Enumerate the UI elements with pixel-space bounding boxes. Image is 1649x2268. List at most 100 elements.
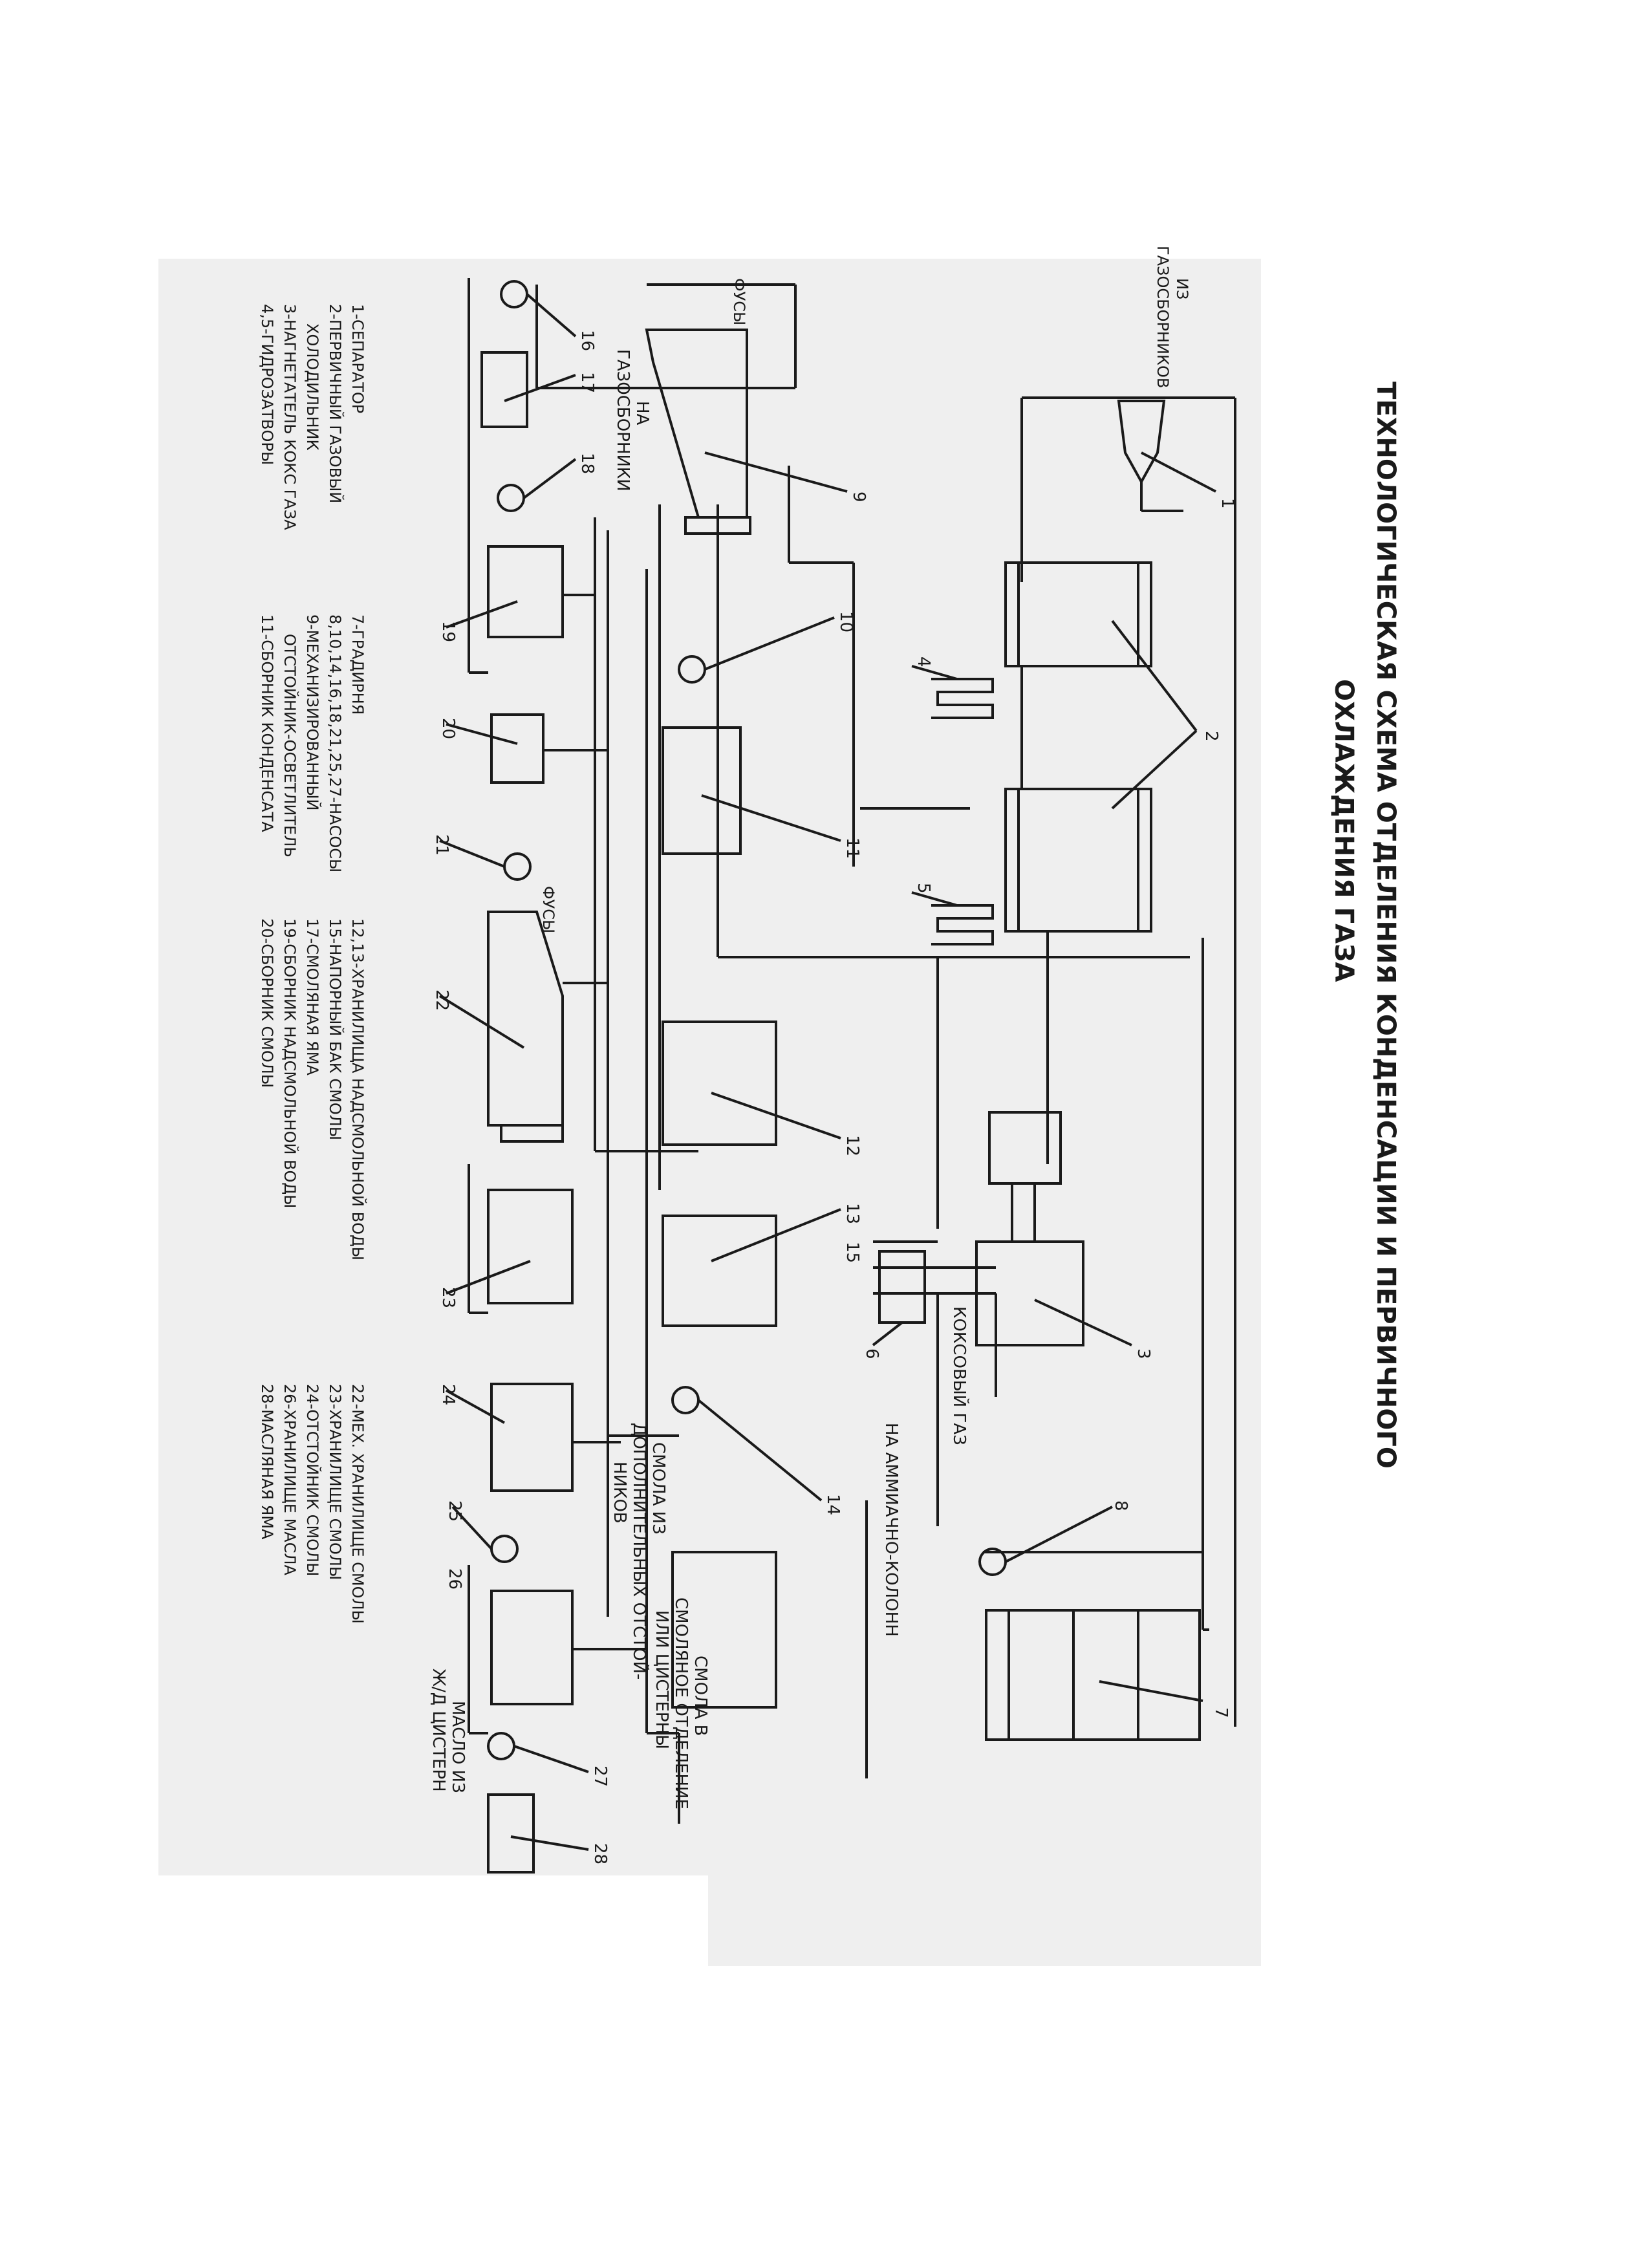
pump-10 xyxy=(678,616,835,684)
diagram-title: ТЕХНОЛОГИЧЕСКАЯ СХЕМА ОТДЕЛЕНИЯ КОНДЕНСА… xyxy=(1329,382,1401,1469)
num-6: 6 xyxy=(862,1348,881,1359)
lower-piping xyxy=(468,278,680,1824)
hydro-seal-4 xyxy=(911,665,994,719)
collector-11 xyxy=(662,726,841,855)
legend-item: 8,10,14,16,18,21,25,27-НАСОСЫ xyxy=(326,614,344,872)
pump-25 xyxy=(451,1506,519,1563)
storage-12 xyxy=(662,1021,841,1146)
num-21: 21 xyxy=(432,834,451,856)
pump-16 xyxy=(500,280,577,338)
num-28: 28 xyxy=(590,1843,610,1864)
legend-item: 19-СБОРНИК НАДСМОЛЬНОЙ ВОДЫ xyxy=(281,918,299,1208)
legend-item: 2-ПЕРВИЧНЫЙ ГАЗОВЫЙ xyxy=(326,304,345,503)
primary-cooler-2b xyxy=(1004,729,1198,933)
unit-6 xyxy=(872,1250,926,1346)
legend-item: 24-ОТСТОЙНИК СМОЛЫ xyxy=(303,1384,322,1576)
legend-item: 4,5-ГИДРОЗАТВОРЫ xyxy=(258,304,276,465)
settler-9 xyxy=(645,329,848,535)
to-ammonia-label: НА АММИАЧНО-КОЛОНН xyxy=(881,1423,901,1637)
hydro-seal-5 xyxy=(911,891,994,945)
pump-14 xyxy=(671,1386,823,1502)
resin-out-label-2: СМОЛЯНОЕ ОТДЕЛЕНИЕ xyxy=(671,1597,691,1809)
legend-item: 20-СБОРНИК СМОЛЫ xyxy=(258,918,276,1088)
num-27: 27 xyxy=(590,1766,610,1787)
legend-item: 12,13-ХРАНИЛИЩА НАДСМОЛЬНОЙ ВОДЫ xyxy=(349,918,367,1260)
legend-item: 3-НАГНЕТАТЕЛЬ КОКС ГАЗА xyxy=(281,304,299,530)
collector-19 xyxy=(446,545,564,638)
oil-storage-26 xyxy=(490,1590,574,1705)
num-5: 5 xyxy=(914,883,933,894)
num-3: 3 xyxy=(1134,1348,1153,1359)
storage-13 xyxy=(662,1208,841,1327)
tar-from-settlers-label-2: ДОПОЛНИТЕЛЬНЫХ ОТСТОЙ- xyxy=(629,1423,650,1679)
num-14: 14 xyxy=(823,1494,843,1515)
oil-from-label-2: Ж/Д ЦИСТЕРН xyxy=(429,1669,448,1792)
pump-21 xyxy=(439,839,532,881)
to-gas-collector-label-2: ГАЗОСБОРНИКИ xyxy=(613,349,632,491)
oil-pit-28 xyxy=(487,1793,589,1874)
primary-cooler-2a xyxy=(1004,561,1198,732)
legend: 1-СЕПАРАТОР 2-ПЕРВИЧНЫЙ ГАЗОВЫЙ ХОЛОДИЛЬ… xyxy=(258,304,367,1624)
cooling-tower-7 xyxy=(985,1609,1203,1741)
from-gas-collector-label-2: ГАЗОСБОРНИКОВ xyxy=(1154,246,1172,388)
to-gas-collector-label-1: НА xyxy=(632,401,652,426)
num-13: 13 xyxy=(843,1203,862,1224)
num-7: 7 xyxy=(1211,1707,1231,1718)
legend-item: 1-СЕПАРАТОР xyxy=(349,304,367,413)
num-26: 26 xyxy=(445,1568,464,1590)
pump-18 xyxy=(497,458,577,512)
num-16: 16 xyxy=(577,330,597,351)
num-9: 9 xyxy=(849,491,868,502)
pump-8 xyxy=(978,1506,1113,1576)
num-24: 24 xyxy=(438,1384,458,1405)
num-4: 4 xyxy=(914,656,933,667)
num-25: 25 xyxy=(445,1500,464,1522)
oil-from-label-1: МАСЛО ИЗ xyxy=(448,1701,468,1793)
collector-20 xyxy=(446,713,544,784)
pump-27 xyxy=(487,1732,589,1773)
legend-item: 15-НАПОРНЫЙ БАК СМОЛЫ xyxy=(326,918,345,1140)
num-19: 19 xyxy=(438,621,458,642)
tar-settler-24 xyxy=(446,1383,574,1492)
num-23: 23 xyxy=(438,1287,458,1308)
legend-item: 11-СБОРНИК КОНДЕНСАТА xyxy=(258,614,276,832)
legend-item: 23-ХРАНИЛИЩЕ СМОЛЫ xyxy=(326,1384,344,1580)
num-20: 20 xyxy=(438,718,458,739)
legend-item: ХОЛОДИЛЬНИК xyxy=(303,323,321,451)
coke-gas-label: КОКСОВЫЙ ГАЗ xyxy=(949,1306,970,1445)
resin-out-label-1: СМОЛА В xyxy=(691,1656,710,1736)
resin-out-label-3: ИЛИ ЦИСТЕРНЫ xyxy=(652,1610,671,1749)
title-line-2: ОХЛАЖДЕНИЯ ГАЗА xyxy=(1329,679,1359,982)
fuses-label-a: ФУСЫ xyxy=(730,278,748,325)
tar-storage-23 xyxy=(446,1189,574,1304)
exhauster-3 xyxy=(975,1111,1132,1346)
num-12: 12 xyxy=(843,1135,862,1156)
from-gas-collector-label-1: ИЗ xyxy=(1173,278,1191,299)
fuses-label-b: ФУСЫ xyxy=(539,886,557,933)
title-line-1: ТЕХНОЛОГИЧЕСКАЯ СХЕМА ОТДЕЛЕНИЯ КОНДЕНСА… xyxy=(1371,382,1401,1469)
scanned-page xyxy=(158,259,1261,1966)
legend-item: ОТСТОЙНИК-ОСВЕТЛИТЕЛЬ xyxy=(281,634,299,858)
tar-outlet-box xyxy=(671,1551,777,1709)
equipment-number-labels: 1 2 3 4 5 6 7 8 9 10 11 12 13 14 15 16 1… xyxy=(432,330,1237,1864)
flow-labels: ИЗ ГАЗОСБОРНИКОВ НА ГАЗОСБОРНИКИ ФУСЫ ФУ… xyxy=(429,246,1191,1809)
separator-1 xyxy=(1117,400,1216,512)
num-1: 1 xyxy=(1218,498,1237,509)
tar-pit-17 xyxy=(480,351,576,428)
tar-from-settlers-label-3: НИКОВ xyxy=(610,1462,629,1524)
num-18: 18 xyxy=(577,453,597,474)
num-22: 22 xyxy=(432,989,451,1011)
legend-item: 9-МЕХАНИЗИРОВАННЫЙ xyxy=(303,614,322,810)
tar-storage-22 xyxy=(438,911,564,1143)
legend-item: 7-ГРАДИРНЯ xyxy=(349,614,367,715)
num-11: 11 xyxy=(843,837,862,859)
num-2: 2 xyxy=(1202,731,1221,742)
num-15: 15 xyxy=(843,1242,862,1263)
num-17: 17 xyxy=(577,372,597,393)
num-8: 8 xyxy=(1111,1500,1130,1511)
legend-item: 17-СМОЛЯНАЯ ЯМА xyxy=(303,918,321,1075)
legend-item: 28-МАСЛЯНАЯ ЯМА xyxy=(258,1384,276,1540)
num-10: 10 xyxy=(836,611,856,632)
legend-item: 26-ХРАНИЛИЩЕ МАСЛА xyxy=(281,1384,299,1576)
